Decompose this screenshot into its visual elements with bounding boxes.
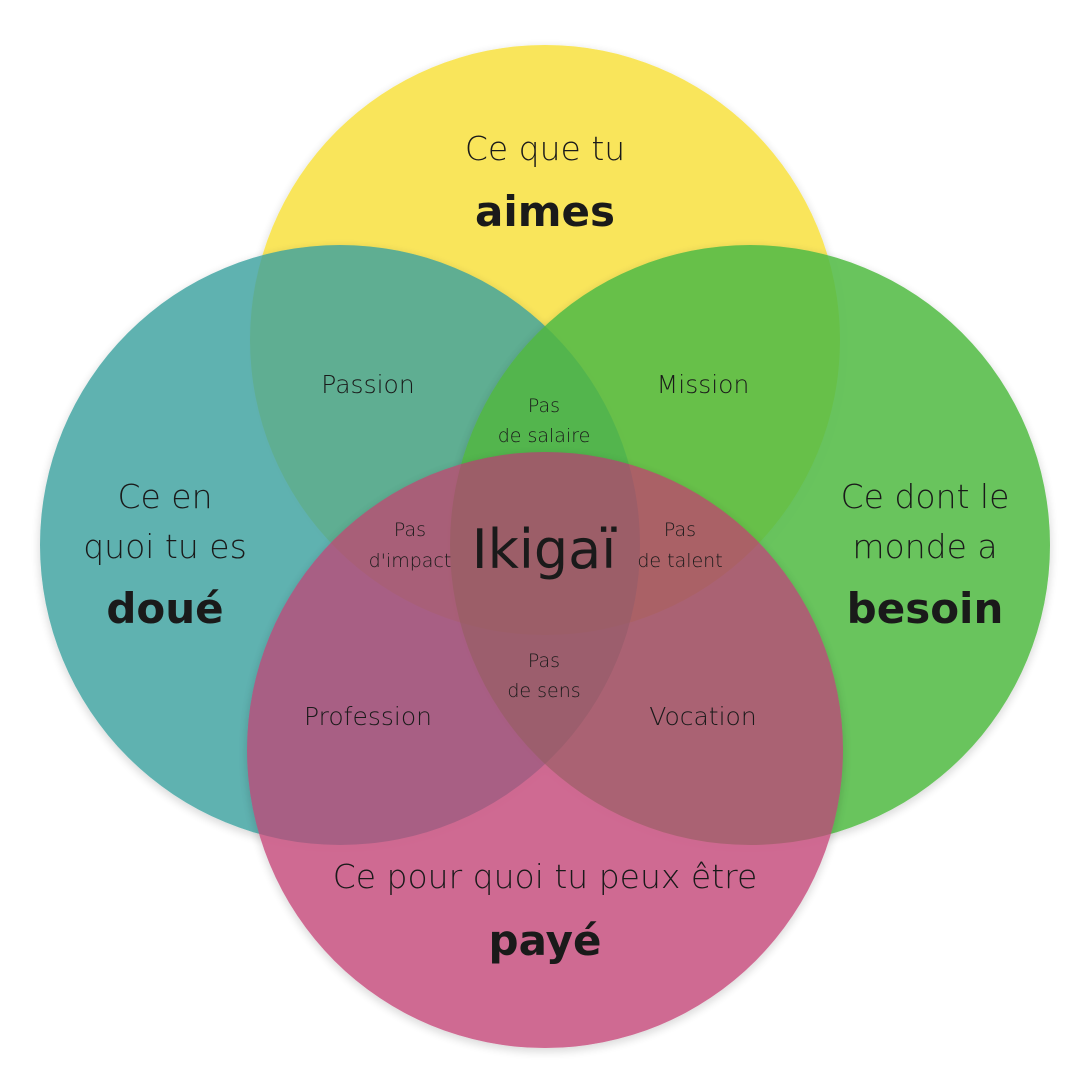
- zone-passion: Passion: [321, 370, 414, 399]
- gap-top-line1: Pas: [528, 395, 560, 417]
- caption-besoin-line2: monde a: [852, 527, 997, 566]
- overlap-tints: [40, 45, 1050, 1048]
- caption-aimes-bold: aimes: [475, 187, 615, 236]
- caption-aimes-line1: Ce que tu: [465, 129, 625, 168]
- caption-doue-line1: Ce en: [117, 477, 212, 516]
- gap-bottom-line2: de sens: [507, 680, 580, 702]
- zone-mission: Mission: [657, 370, 750, 399]
- caption-doue-line2: quoi tu es: [83, 527, 247, 566]
- caption-doue-bold: doué: [106, 584, 223, 633]
- gap-left-line1: Pas: [394, 519, 426, 541]
- gap-right-line1: Pas: [664, 519, 696, 541]
- caption-paye-bold: payé: [489, 916, 602, 965]
- caption-besoin-line1: Ce dont le: [841, 477, 1010, 516]
- gap-left-line2: d'impact: [369, 550, 452, 572]
- zone-profession: Profession: [304, 702, 432, 731]
- gap-right-line2: de talent: [637, 550, 722, 572]
- caption-besoin-bold: besoin: [847, 584, 1004, 633]
- caption-paye-line1: Ce pour quoi tu peux être: [333, 857, 758, 896]
- tint-paye: [247, 452, 843, 1048]
- gap-bottom-line1: Pas: [528, 650, 560, 672]
- zone-vocation: Vocation: [649, 702, 756, 731]
- gap-top-line2: de salaire: [498, 425, 591, 447]
- center-ikigai: Ikigaï: [472, 518, 618, 581]
